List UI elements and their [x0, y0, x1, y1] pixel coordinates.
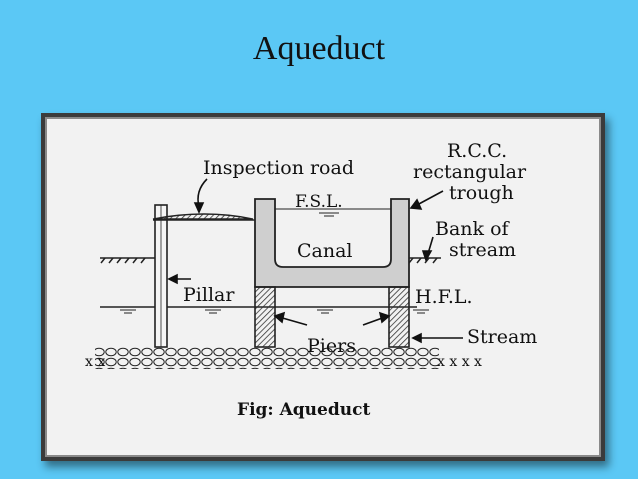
canal-label: Canal — [297, 240, 353, 262]
fsl-label: F.S.L. — [295, 192, 343, 212]
bank-label-line2: stream — [449, 239, 516, 261]
stream-label: Stream — [467, 326, 537, 348]
inspection-road-label: Inspection road — [203, 157, 354, 179]
rcc-label-line1: R.C.C. — [447, 140, 507, 162]
rcc-trough — [254, 198, 410, 288]
aqueduct-figure: x x x x x x — [41, 113, 605, 461]
inspection-road-deck — [152, 213, 254, 220]
left-bank-ground — [100, 257, 163, 264]
rcc-label-line3: trough — [449, 182, 514, 204]
aqueduct-diagram: x x x x x x — [85, 140, 537, 420]
right-bank-ground — [407, 257, 441, 264]
bank-label-line1: Bank of — [435, 218, 511, 240]
pillar-arrowhead — [167, 273, 178, 285]
slide-title: Aqueduct — [252, 30, 386, 67]
left-pier — [254, 286, 276, 348]
piers-label: Piers — [307, 335, 356, 357]
piers-arrow-left — [278, 316, 308, 326]
ground-marks-right: x x x x — [437, 354, 482, 370]
pillar-label: Pillar — [183, 284, 235, 306]
piers-arrowhead-right — [378, 311, 391, 324]
figure-caption: Fig: Aqueduct — [237, 400, 370, 420]
bank-arrowhead — [421, 250, 433, 262]
stream-bed — [95, 347, 439, 369]
rcc-label-line2: rectangular — [413, 161, 527, 183]
ground-marks-left: x x — [85, 354, 105, 370]
fsl-marks — [319, 212, 339, 217]
leader-arrows — [167, 178, 463, 344]
water-marks — [120, 309, 429, 314]
inspection-road-arrowhead — [193, 202, 205, 214]
stream-arrowhead — [411, 332, 422, 344]
right-pier — [388, 286, 410, 348]
rcc-arrowhead — [409, 198, 423, 210]
rcc-arrow — [416, 190, 444, 206]
hfl-label: H.F.L. — [415, 286, 473, 308]
piers-arrowhead-left — [273, 311, 286, 324]
